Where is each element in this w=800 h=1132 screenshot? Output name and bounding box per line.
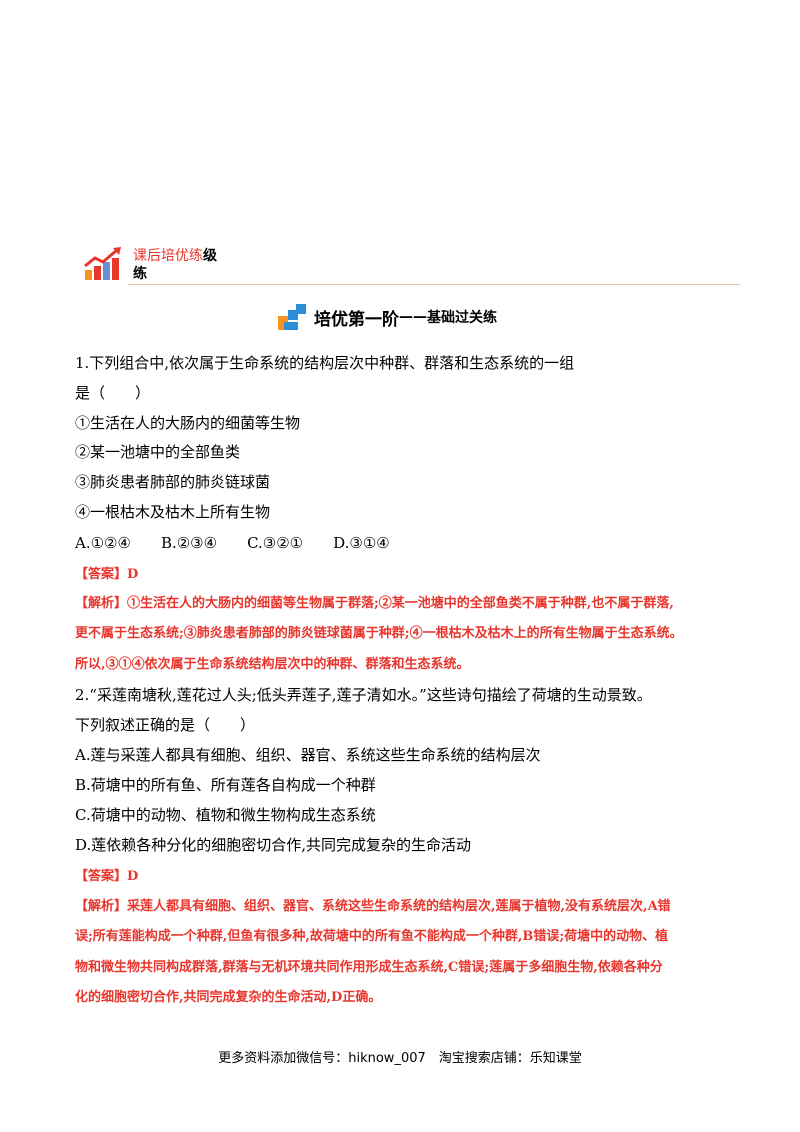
q1-explanation-3: 所以,③①④依次属于生命系统结构层次中的种群、群落和生态系统。 — [75, 657, 470, 672]
q1-options: A.①②④ B.②③④ C.③②① D.③①④ — [75, 534, 390, 552]
header-title-black-2: 练 — [133, 266, 147, 282]
header-title-black: 级 — [203, 248, 217, 264]
q2-option-a: A.莲与采莲人都具有细胞、组织、器官、系统这些生命系统的结构层次 — [75, 746, 541, 764]
q2-explanation-2: 误;所有莲能构成一个种群,但鱼有很多种,故荷塘中的所有鱼不能构成一个种群,B错误… — [75, 929, 669, 944]
q1-answer: 【答案】D — [75, 567, 139, 582]
q2-stem-line-2: 下列叙述正确的是（ ） — [75, 716, 256, 734]
growth-chart-icon — [84, 247, 121, 280]
q2-explanation-3: 物和微生物共同构成群落,群落与无机环境共同作用形成生态系统,C错误;莲属于多细胞… — [75, 960, 663, 975]
q2-option-d: D.莲依赖各种分化的细胞密切合作,共同完成复杂的生命活动 — [75, 836, 472, 854]
q1-item-4: ④一根枯木及枯木上所有生物 — [75, 503, 271, 521]
q2-stem-line-1: 2.“采莲南塘秋,莲花过人头;低头弄莲子,莲子清如水。”这些诗句描绘了荷塘的生动… — [75, 686, 652, 704]
header-title-red: 课后培优练 — [133, 248, 203, 264]
section-title: 培优第一阶——基础过关练 — [276, 302, 497, 332]
section-title-dash: —— — [399, 309, 427, 325]
q2-explanation-1: 【解析】采莲人都具有细胞、组织、器官、系统这些生命系统的结构层次,莲属于植物,没… — [75, 899, 671, 914]
q1-stem-line-2: 是（ ） — [75, 384, 151, 402]
header-divider — [128, 284, 740, 285]
q1-item-3: ③肺炎患者肺部的肺炎链球菌 — [75, 473, 271, 491]
section-title-sub: 基础过关练 — [427, 310, 497, 326]
q2-explanation-4: 化的细胞密切合作,共同完成复杂的生命活动,D正确。 — [75, 990, 382, 1005]
q2-option-c: C.荷塘中的动物、植物和微生物构成生态系统 — [75, 806, 376, 824]
header-title: 课后培优练级 练 — [133, 247, 217, 283]
q1-explanation-1: 【解析】①生活在人的大肠内的细菌等生物属于群落;②某一池塘中的全部鱼类不属于种群… — [75, 596, 674, 611]
q1-item-1: ①生活在人的大肠内的细菌等生物 — [75, 414, 301, 432]
q1-item-2: ②某一池塘中的全部鱼类 — [75, 443, 241, 461]
stairs-icon — [278, 304, 306, 330]
page-footer: 更多资料添加微信号：hiknow_007 淘宝搜索店铺：乐知课堂 — [218, 1051, 582, 1066]
q1-stem-line-1: 1.下列组合中,依次属于生命系统的结构层次中种群、群落和生态系统的一组 — [75, 354, 575, 372]
section-title-main: 培优第一阶 — [314, 309, 399, 330]
q2-option-b: B.荷塘中的所有鱼、所有莲各自构成一个种群 — [75, 776, 376, 794]
q2-answer: 【答案】D — [75, 869, 139, 884]
q1-explanation-2: 更不属于生态系统;③肺炎患者肺部的肺炎链球菌属于种群;④一根枯木及枯木上的所有生… — [75, 626, 683, 641]
